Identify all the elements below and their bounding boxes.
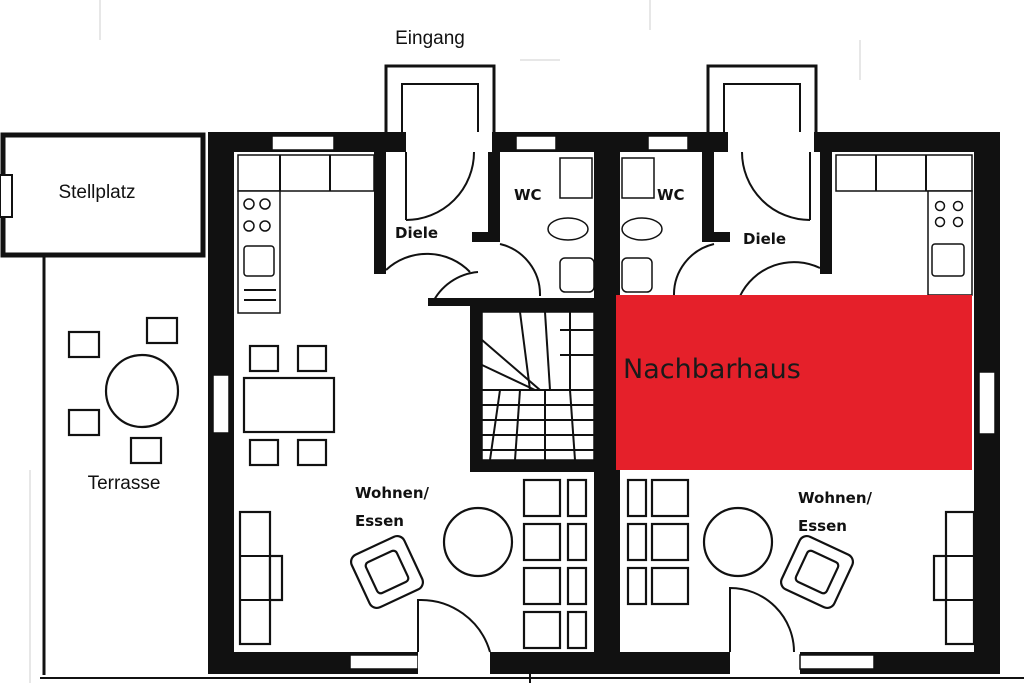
- toilet-icon: [621, 257, 653, 293]
- terrace-chair: [67, 330, 101, 359]
- dining-chair: [296, 344, 328, 373]
- hall-left-label: Diele: [395, 224, 438, 242]
- sink-icon: [931, 243, 965, 277]
- dining-chair: [248, 344, 280, 373]
- right-interior-walls: [702, 152, 832, 274]
- terrace-table: [104, 353, 180, 429]
- terrace-chair: [145, 316, 179, 345]
- coffee-table: [442, 506, 514, 578]
- living-right-label-line2: Essen: [798, 517, 847, 535]
- stove-burner-icon: [259, 198, 271, 210]
- left-interior-walls: [374, 152, 594, 472]
- dining-table: [242, 376, 336, 434]
- living-left-label-line1: Wohnen/: [355, 484, 430, 502]
- stove-burner-icon: [243, 220, 255, 232]
- right-hall-doors: [672, 243, 821, 297]
- left-kitchen: [237, 154, 375, 314]
- stove-burner-icon: [952, 216, 964, 228]
- scan-artifacts: [29, 0, 861, 683]
- neighbor-house-label: Nachbarhaus: [623, 354, 801, 385]
- stove-burner-icon: [259, 220, 271, 232]
- wc-right-label: WC: [657, 186, 685, 204]
- lower-edge: [40, 670, 1024, 683]
- left-wc: [547, 157, 595, 293]
- wall-openings: [212, 132, 996, 674]
- dining-chair: [248, 438, 280, 467]
- entrance-door-right: [741, 151, 811, 221]
- sink-icon: [243, 245, 275, 277]
- neighbor-house-overlay: [616, 295, 972, 470]
- left-dining: [242, 344, 336, 467]
- toilet-icon: [559, 257, 595, 293]
- entrance-label: Eingang: [395, 28, 465, 49]
- wc-left-label: WC: [514, 186, 542, 204]
- right-kitchen: [835, 154, 973, 296]
- entrance-canopy-left: [384, 64, 496, 134]
- staircase: [481, 311, 595, 461]
- terrace-chair: [129, 436, 163, 465]
- terrace-chair: [67, 408, 101, 437]
- left-living: [238, 478, 588, 653]
- left-hall-doors: [385, 243, 542, 305]
- coffee-table: [702, 506, 774, 578]
- entrance-door-left: [405, 151, 475, 221]
- washbasin-icon: [547, 217, 589, 241]
- hall-right-label: Diele: [743, 230, 786, 248]
- stove-burner-icon: [934, 200, 946, 212]
- parking-label: Stellplatz: [58, 182, 135, 203]
- stove-burner-icon: [952, 200, 964, 212]
- terrace-area: [42, 255, 180, 675]
- dining-chair: [296, 438, 328, 467]
- entrance-canopy-right: [706, 64, 818, 134]
- terrace-label: Terrasse: [88, 473, 161, 494]
- right-wc: [621, 157, 663, 293]
- parking-area: [0, 132, 206, 258]
- living-left-label-line2: Essen: [355, 512, 404, 530]
- stove-burner-icon: [934, 216, 946, 228]
- right-living: [626, 478, 976, 653]
- stove-burner-icon: [243, 198, 255, 210]
- washbasin-icon: [621, 217, 663, 241]
- shelf: [238, 510, 272, 646]
- shelf: [944, 510, 976, 646]
- living-right-label-line1: Wohnen/: [798, 489, 873, 507]
